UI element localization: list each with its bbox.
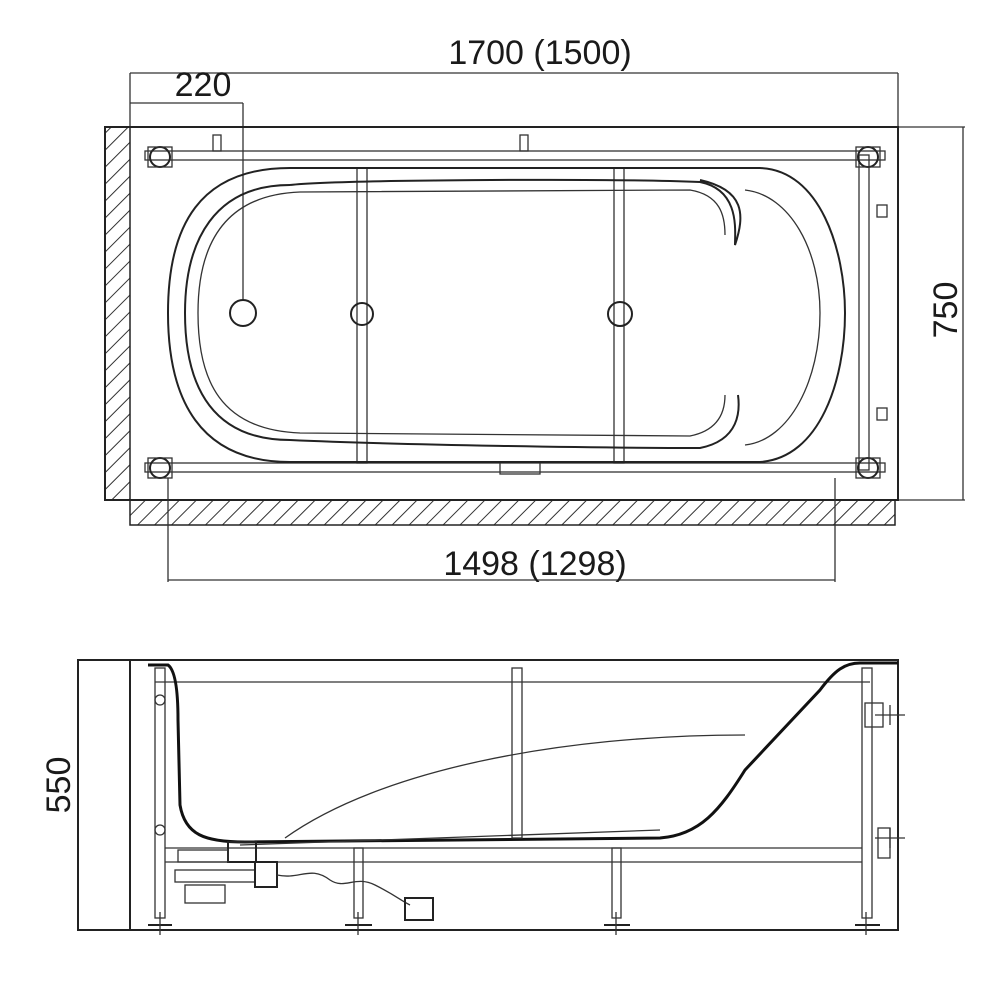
width-label: 750 (927, 282, 965, 339)
drain-offset-dimension: 220 (130, 66, 244, 300)
height-label: 550 (40, 757, 78, 814)
side-view: 550 (40, 659, 905, 935)
corner-bolts (147, 146, 881, 479)
side-frame (148, 667, 905, 935)
overall-length-dimension: 1700 (1500) (129, 34, 899, 127)
frame (144, 134, 888, 475)
frame-length-dimension: 1498 (1298) (167, 478, 836, 583)
side-outline (77, 659, 899, 931)
overall-length-label: 1700 (1500) (448, 34, 631, 72)
drain-offset-label: 220 (175, 66, 232, 104)
tub-bowl (166, 167, 847, 463)
drain-icon (229, 299, 257, 327)
back-wall-hatch (129, 499, 896, 526)
tub-profile (148, 661, 898, 844)
top-view: 1700 (1500) 220 750 (104, 34, 965, 583)
tub-outline (104, 126, 899, 501)
drain-assembly (154, 694, 434, 921)
frame-length-label: 1498 (1298) (443, 545, 626, 583)
width-dimension: 750 (898, 126, 965, 501)
left-wall-hatch (104, 126, 131, 501)
